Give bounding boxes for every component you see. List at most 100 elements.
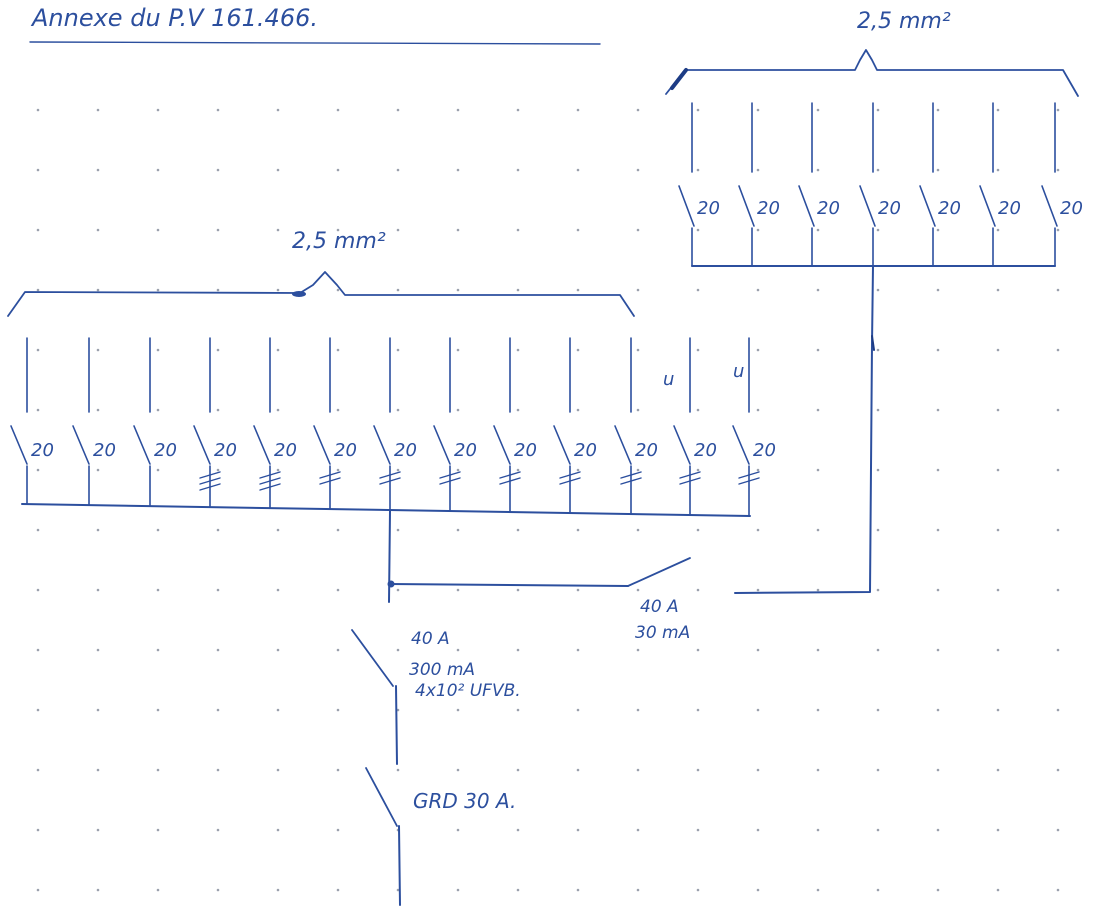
grid-dot bbox=[156, 288, 160, 292]
grid-dot bbox=[456, 768, 460, 772]
grid-dot bbox=[756, 768, 760, 772]
grid-dot bbox=[456, 828, 460, 832]
lower-breaker-switch bbox=[133, 425, 151, 465]
lower-breaker: 20 bbox=[433, 337, 477, 512]
main-rcd-switch bbox=[351, 629, 394, 687]
grid-dot bbox=[156, 648, 160, 652]
grid-dot bbox=[756, 648, 760, 652]
grid-dot bbox=[636, 468, 640, 472]
upper-breaker-rating: 20 bbox=[938, 198, 961, 219]
grid-dot bbox=[576, 168, 580, 172]
grid-dot bbox=[1056, 708, 1060, 712]
grid-dot bbox=[516, 768, 520, 772]
lower-extra-mark: u bbox=[733, 361, 744, 382]
grid-dot bbox=[1056, 228, 1060, 232]
lower-brace bbox=[7, 271, 635, 317]
grid-dot bbox=[216, 408, 220, 412]
grid-dot bbox=[996, 348, 1000, 352]
grid-dot bbox=[456, 888, 460, 892]
grid-dot bbox=[636, 708, 640, 712]
grid-dot bbox=[276, 588, 280, 592]
grid-dot bbox=[816, 528, 820, 532]
grid-dot bbox=[336, 708, 340, 712]
grid-dot bbox=[396, 228, 400, 232]
grid-dot bbox=[936, 168, 940, 172]
upper-breaker-rating: 20 bbox=[757, 198, 780, 219]
grid-dot bbox=[396, 468, 400, 472]
grid-dot bbox=[276, 468, 280, 472]
lower-breaker-rating: 20 bbox=[214, 440, 237, 461]
grid-dot bbox=[636, 168, 640, 172]
grid-dot bbox=[816, 708, 820, 712]
upper-breaker: 20 bbox=[919, 102, 961, 267]
grid-dot bbox=[336, 288, 340, 292]
lower-breaker: 20 bbox=[313, 337, 357, 510]
grid-dot bbox=[756, 108, 760, 112]
grid-dot bbox=[756, 708, 760, 712]
upper-breaker-switch bbox=[798, 185, 815, 227]
grid-dot bbox=[816, 108, 820, 112]
grid-dot bbox=[636, 288, 640, 292]
grid-dot bbox=[1056, 648, 1060, 652]
grid-dot bbox=[996, 708, 1000, 712]
grid-dot bbox=[36, 768, 40, 772]
upper-breaker: 20 bbox=[1041, 102, 1083, 267]
upper-rcd-rating: 40 A bbox=[640, 597, 679, 617]
grid-dot bbox=[756, 888, 760, 892]
upper-breaker-rating: 20 bbox=[878, 198, 901, 219]
grid-dot bbox=[996, 468, 1000, 472]
lower-panel-drop bbox=[388, 510, 391, 603]
grid-dot bbox=[996, 828, 1000, 832]
grid-dot bbox=[336, 828, 340, 832]
grid-dot bbox=[576, 768, 580, 772]
upper-rcd-sensitivity: 30 mA bbox=[635, 623, 690, 643]
grid-dot bbox=[396, 768, 400, 772]
grid-dot bbox=[636, 348, 640, 352]
grid-dot bbox=[876, 168, 880, 172]
pole-tick bbox=[499, 471, 521, 479]
grid-dot bbox=[636, 408, 640, 412]
grid-dot bbox=[156, 828, 160, 832]
pole-tick bbox=[620, 477, 642, 485]
main-rcd-cable: 4x10² UFVB. bbox=[415, 681, 521, 701]
lower-busbar bbox=[21, 503, 751, 517]
grid-dot bbox=[816, 408, 820, 412]
supply-line bbox=[398, 825, 401, 906]
grid-dot bbox=[216, 888, 220, 892]
grid-dot bbox=[96, 708, 100, 712]
grid-dot bbox=[396, 408, 400, 412]
lower-breaker: 20 bbox=[373, 337, 417, 511]
grid-dot bbox=[96, 108, 100, 112]
grid-dot bbox=[576, 288, 580, 292]
main-cable-line bbox=[395, 685, 398, 765]
pole-tick bbox=[679, 471, 701, 479]
grid-dot bbox=[936, 468, 940, 472]
grid-dot bbox=[156, 528, 160, 532]
grid-dot bbox=[36, 468, 40, 472]
grid-dot bbox=[396, 888, 400, 892]
grid-dot bbox=[576, 828, 580, 832]
grid-dot bbox=[516, 588, 520, 592]
grid-dot bbox=[816, 588, 820, 592]
grid-dot bbox=[876, 408, 880, 412]
grid-dot bbox=[936, 888, 940, 892]
grid-dot bbox=[96, 348, 100, 352]
grid-dot bbox=[516, 408, 520, 412]
grid-dot bbox=[336, 348, 340, 352]
grid-dot bbox=[36, 888, 40, 892]
grid-dot bbox=[36, 168, 40, 172]
grid-dot bbox=[36, 828, 40, 832]
upper-breaker: 20 bbox=[798, 102, 840, 267]
grid-dot bbox=[36, 108, 40, 112]
grid-dot bbox=[36, 708, 40, 712]
junction-dot bbox=[387, 580, 395, 588]
upper-breaker: 20 bbox=[979, 102, 1021, 267]
grid-dot bbox=[336, 228, 340, 232]
grid-dot bbox=[216, 288, 220, 292]
lower-breaker-rating: 20 bbox=[93, 440, 116, 461]
upper-brace-mark bbox=[670, 68, 688, 90]
grid-dot bbox=[936, 288, 940, 292]
